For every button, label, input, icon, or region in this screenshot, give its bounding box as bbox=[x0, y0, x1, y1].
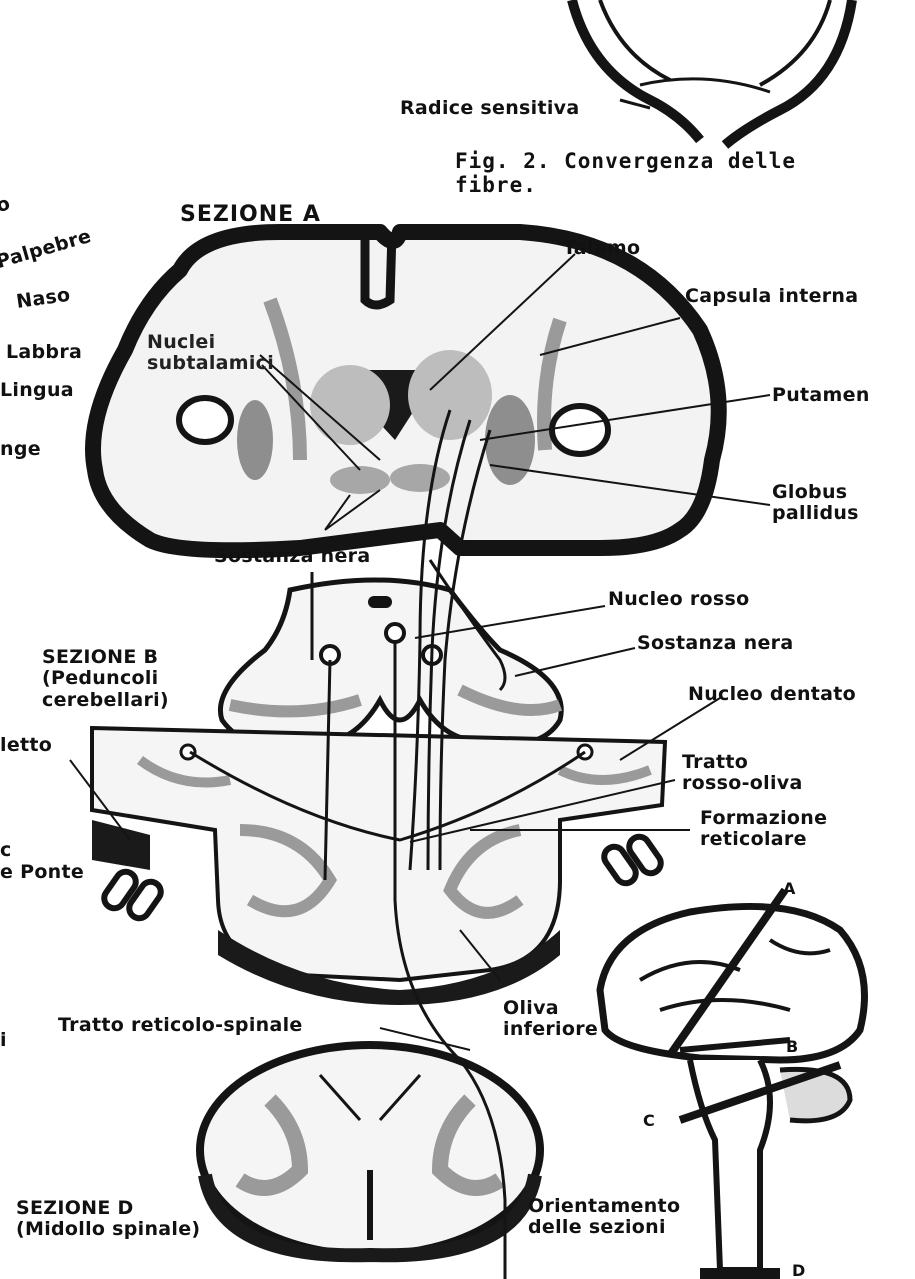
orientation-mark-c: C bbox=[643, 1112, 655, 1130]
label-sostanza-nera-b: Sostanza nera bbox=[637, 633, 793, 654]
label-globus-pallidus: Globus pallidus bbox=[772, 482, 859, 525]
section-c-slice bbox=[92, 728, 665, 1005]
label-sostanza-nera-a: Sostanza nera bbox=[214, 546, 370, 567]
label-nge: nge bbox=[0, 439, 41, 460]
label-lingua: Lingua bbox=[0, 380, 74, 401]
section-a-slice bbox=[93, 232, 719, 550]
label-tratto-reticolo-spinale: Tratto reticolo-spinale bbox=[58, 1015, 303, 1036]
label-e-ponte: e Ponte bbox=[0, 862, 84, 883]
section-a-title: SEZIONE A bbox=[180, 203, 321, 228]
label-putamen: Putamen bbox=[772, 385, 870, 406]
label-c-mark: c bbox=[0, 840, 12, 861]
label-formazione-reticolare: Formazione reticolare bbox=[700, 808, 827, 851]
label-nucleo-dentato: Nucleo dentato bbox=[688, 684, 856, 705]
orientation-mark-a: A bbox=[783, 880, 796, 898]
section-b-slice bbox=[220, 580, 561, 748]
figure-caption: Fig. 2. Convergenza delle fibre. bbox=[455, 150, 796, 197]
label-tratto-rosso-oliva: Tratto rosso-oliva bbox=[682, 752, 803, 795]
label-talamo: Talamo bbox=[563, 238, 640, 259]
sensory-root-drawing bbox=[572, 0, 852, 145]
label-labbra: Labbra bbox=[6, 342, 82, 363]
label-capsula-interna: Capsula interna bbox=[685, 286, 858, 307]
section-b-title: SEZIONE B (Peduncoli cerebellari) bbox=[42, 647, 169, 711]
label-letto: letto bbox=[0, 735, 52, 756]
label-nucleo-rosso: Nucleo rosso bbox=[608, 589, 749, 610]
orientation-mark-b: B bbox=[786, 1038, 799, 1056]
orientation-mark-d: D bbox=[792, 1262, 806, 1279]
label-orientamento-sezioni: Orientamento delle sezioni bbox=[528, 1196, 680, 1239]
label-i-mark: i bbox=[0, 1030, 7, 1051]
section-d-slice bbox=[200, 1045, 540, 1255]
label-radice-sensitiva: Radice sensitiva bbox=[400, 98, 579, 119]
label-oliva-inferiore: Oliva inferiore bbox=[503, 998, 598, 1041]
section-d-title: SEZIONE D (Midollo spinale) bbox=[16, 1198, 200, 1241]
label-nuclei-subtalamici: Nuclei subtalamici bbox=[147, 332, 274, 375]
